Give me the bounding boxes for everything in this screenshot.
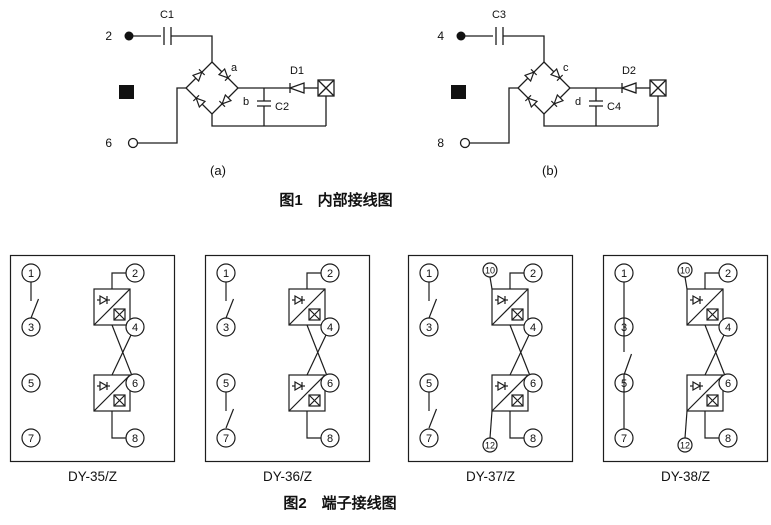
unit-wiring	[11, 256, 175, 462]
terminal-label: 6	[132, 378, 138, 390]
terminal-label: 6	[725, 378, 731, 390]
terminal-label: 5	[223, 378, 229, 390]
terminal-label: 7	[28, 433, 34, 445]
model-label: DY-35/Z	[68, 469, 117, 484]
terminal-label: 4	[725, 322, 731, 334]
common-terminal-label: 8	[437, 136, 444, 150]
sub-figure-label: (a)	[210, 163, 226, 178]
filter-capacitor-label: C4	[607, 101, 621, 113]
terminal-label: 1	[426, 268, 432, 280]
terminal-label: 7	[223, 433, 229, 445]
terminal-label: 5	[28, 378, 34, 390]
terminal-label: 2	[327, 268, 333, 280]
figure1-caption: 图1 内部接线图	[279, 191, 392, 209]
extra-terminals	[677, 262, 693, 453]
bridge-bottom-label: b	[243, 96, 249, 108]
terminal-label: 12	[485, 441, 495, 451]
bridge-bottom-label: d	[575, 96, 581, 108]
input-terminal-label: 2	[105, 29, 112, 43]
common-terminal-label: 6	[105, 136, 112, 150]
contact-1-3	[30, 281, 40, 319]
terminal-label: 3	[223, 322, 229, 334]
terminal-label: 1	[28, 268, 34, 280]
terminal-label: 3	[621, 322, 627, 334]
model-label: DY-38/Z	[661, 469, 710, 484]
model-label: DY-36/Z	[263, 469, 312, 484]
sub-figure-label: (b)	[542, 163, 558, 178]
terminal-label: 8	[327, 433, 333, 445]
terminal-label: 7	[426, 433, 432, 445]
model-label: DY-37/Z	[466, 469, 515, 484]
terminal-label: 1	[621, 268, 627, 280]
contact-1-3	[225, 281, 235, 319]
contact-1-3	[428, 281, 438, 319]
contact-5-7	[428, 391, 438, 429]
terminal-label: 8	[132, 433, 138, 445]
internal-circuit-a: 2 C1 a b C2 D1 6 (a)	[105, 9, 334, 178]
terminal-label: 2	[725, 268, 731, 280]
terminal-label: 4	[132, 322, 138, 334]
internal-circuit-b: 4 C3 c d C4 D2 8 (b)	[437, 9, 666, 178]
contact-1-7	[623, 282, 633, 429]
terminal-label: 4	[530, 322, 536, 334]
bridge-top-label: c	[563, 62, 569, 74]
terminal-unit-dy-37: 1 3 5 7 2 4 6 8 10 12 DY-37/Z	[409, 256, 573, 484]
terminal-label: 7	[621, 433, 627, 445]
terminal-unit-dy-38: 1 3 5 7 2 4 6 8 10 12 DY-38/Z	[604, 256, 768, 484]
terminal-label: 10	[680, 266, 690, 276]
terminal-label: 5	[621, 378, 627, 390]
terminal-label: 2	[132, 268, 138, 280]
circuit-wiring	[119, 27, 334, 148]
terminal-label: 3	[426, 322, 432, 334]
series-capacitor-label: C3	[492, 9, 506, 21]
terminal-label: 4	[327, 322, 333, 334]
diode-label: D1	[290, 65, 304, 77]
terminal-label: 8	[725, 433, 731, 445]
terminal-label: 6	[530, 378, 536, 390]
input-terminal-label: 4	[437, 29, 444, 43]
diode-label: D2	[622, 65, 636, 77]
bridge-top-label: a	[231, 62, 238, 74]
terminal-unit-dy-36: 1 3 5 7 2 4 6 8 DY-36/Z	[206, 256, 370, 484]
unit-wiring	[206, 256, 370, 462]
terminal-label: 8	[530, 433, 536, 445]
contact-5-7	[225, 391, 235, 429]
series-capacitor-label: C1	[160, 9, 174, 21]
filter-capacitor-label: C2	[275, 101, 289, 113]
terminal-label: 1	[223, 268, 229, 280]
figure2-caption: 图2 端子接线图	[283, 494, 396, 512]
terminal-unit-dy-35: 1 3 5 7 2 4 6 8 DY-35/Z	[11, 256, 175, 484]
terminal-label: 12	[680, 441, 690, 451]
terminal-label: 3	[28, 322, 34, 334]
terminal-label: 10	[485, 266, 495, 276]
terminal-label: 6	[327, 378, 333, 390]
terminal-label: 5	[426, 378, 432, 390]
terminal-label: 2	[530, 268, 536, 280]
circuit-wiring	[451, 27, 666, 148]
extra-terminals	[482, 262, 498, 453]
